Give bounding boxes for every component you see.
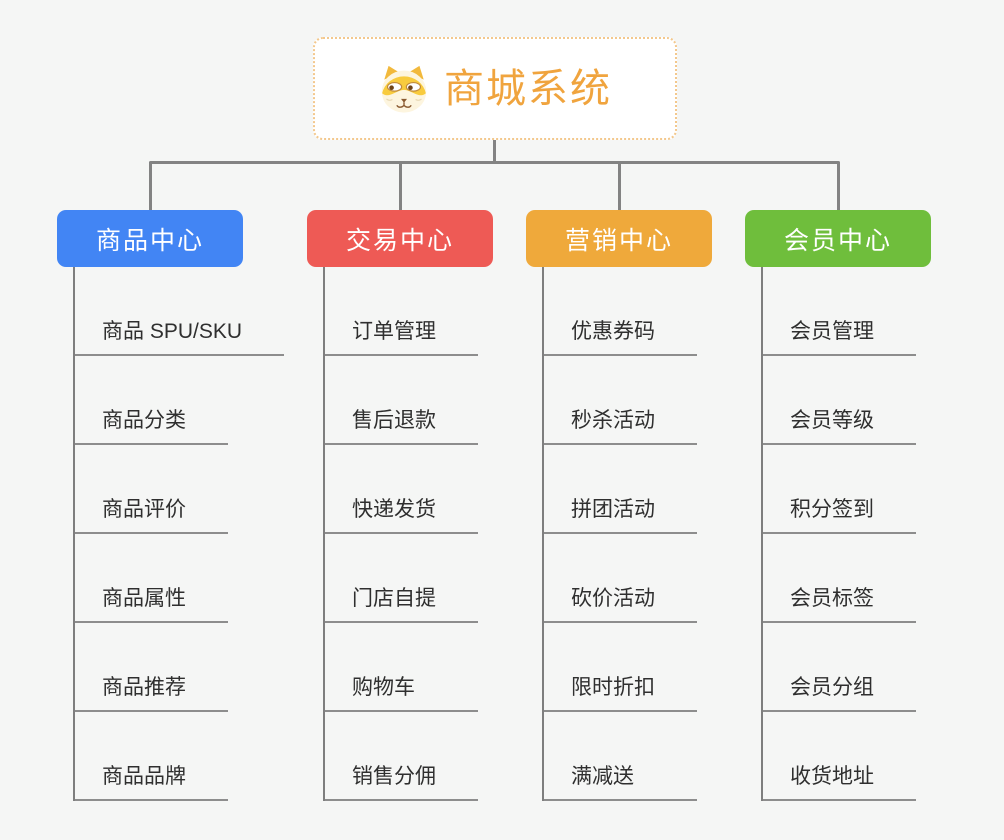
connector-bus (149, 161, 840, 164)
leaf-node[interactable]: 订单管理 (325, 267, 478, 356)
branch-column-marketing: 营销中心 优惠券码 秒杀活动 拼团活动 砍价活动 限时折扣 满减送 (526, 210, 712, 801)
leaf-node[interactable]: 限时折扣 (544, 623, 697, 712)
leaf-node[interactable]: 商品推荐 (75, 623, 228, 712)
leaf-node[interactable]: 商品品牌 (75, 712, 228, 801)
leaf-node[interactable]: 售后退款 (325, 356, 478, 445)
branch-node-trade-center[interactable]: 交易中心 (307, 210, 493, 267)
connector-root-trunk (493, 140, 496, 163)
leaf-node[interactable]: 优惠券码 (544, 267, 697, 356)
dog-face-icon (381, 65, 427, 113)
leaf-node[interactable]: 收货地址 (763, 712, 916, 801)
leaf-node[interactable]: 会员等级 (763, 356, 916, 445)
connector-drop-product (149, 162, 152, 210)
branch-column-trade: 交易中心 订单管理 售后退款 快递发货 门店自提 购物车 销售分佣 (307, 210, 493, 801)
leaf-node[interactable]: 商品属性 (75, 534, 228, 623)
connector-drop-marketing (618, 162, 621, 210)
root-node-mall-system[interactable]: 商城系统 (313, 37, 677, 140)
leaf-node[interactable]: 商品 SPU/SKU (75, 267, 285, 356)
leaf-list-member: 会员管理 会员等级 积分签到 会员标签 会员分组 收货地址 (761, 267, 916, 801)
leaf-node[interactable]: 会员标签 (763, 534, 916, 623)
leaf-node[interactable]: 拼团活动 (544, 445, 697, 534)
leaf-node[interactable]: 快递发货 (325, 445, 478, 534)
connector-drop-trade (399, 162, 402, 210)
leaf-node[interactable]: 会员分组 (763, 623, 916, 712)
branch-node-member-center[interactable]: 会员中心 (745, 210, 931, 267)
leaf-node[interactable]: 销售分佣 (325, 712, 478, 801)
leaf-node[interactable]: 满减送 (544, 712, 697, 801)
leaf-list-trade: 订单管理 售后退款 快递发货 门店自提 购物车 销售分佣 (323, 267, 478, 801)
leaf-node[interactable]: 秒杀活动 (544, 356, 697, 445)
leaf-node[interactable]: 积分签到 (763, 445, 916, 534)
branch-column-product: 商品中心 商品 SPU/SKU 商品分类 商品评价 商品属性 商品推荐 商品品牌 (57, 210, 285, 801)
branch-column-member: 会员中心 会员管理 会员等级 积分签到 会员标签 会员分组 收货地址 (745, 210, 931, 801)
branch-node-marketing-center[interactable]: 营销中心 (526, 210, 712, 267)
leaf-node[interactable]: 会员管理 (763, 267, 916, 356)
leaf-node[interactable]: 门店自提 (325, 534, 478, 623)
leaf-node[interactable]: 商品分类 (75, 356, 228, 445)
leaf-node[interactable]: 购物车 (325, 623, 478, 712)
leaf-node[interactable]: 砍价活动 (544, 534, 697, 623)
leaf-node[interactable]: 商品评价 (75, 445, 228, 534)
branch-node-product-center[interactable]: 商品中心 (57, 210, 243, 267)
connector-drop-member (837, 162, 840, 210)
root-title: 商城系统 (444, 66, 612, 111)
leaf-list-marketing: 优惠券码 秒杀活动 拼团活动 砍价活动 限时折扣 满减送 (542, 267, 697, 801)
leaf-list-product: 商品 SPU/SKU 商品分类 商品评价 商品属性 商品推荐 商品品牌 (73, 267, 285, 801)
